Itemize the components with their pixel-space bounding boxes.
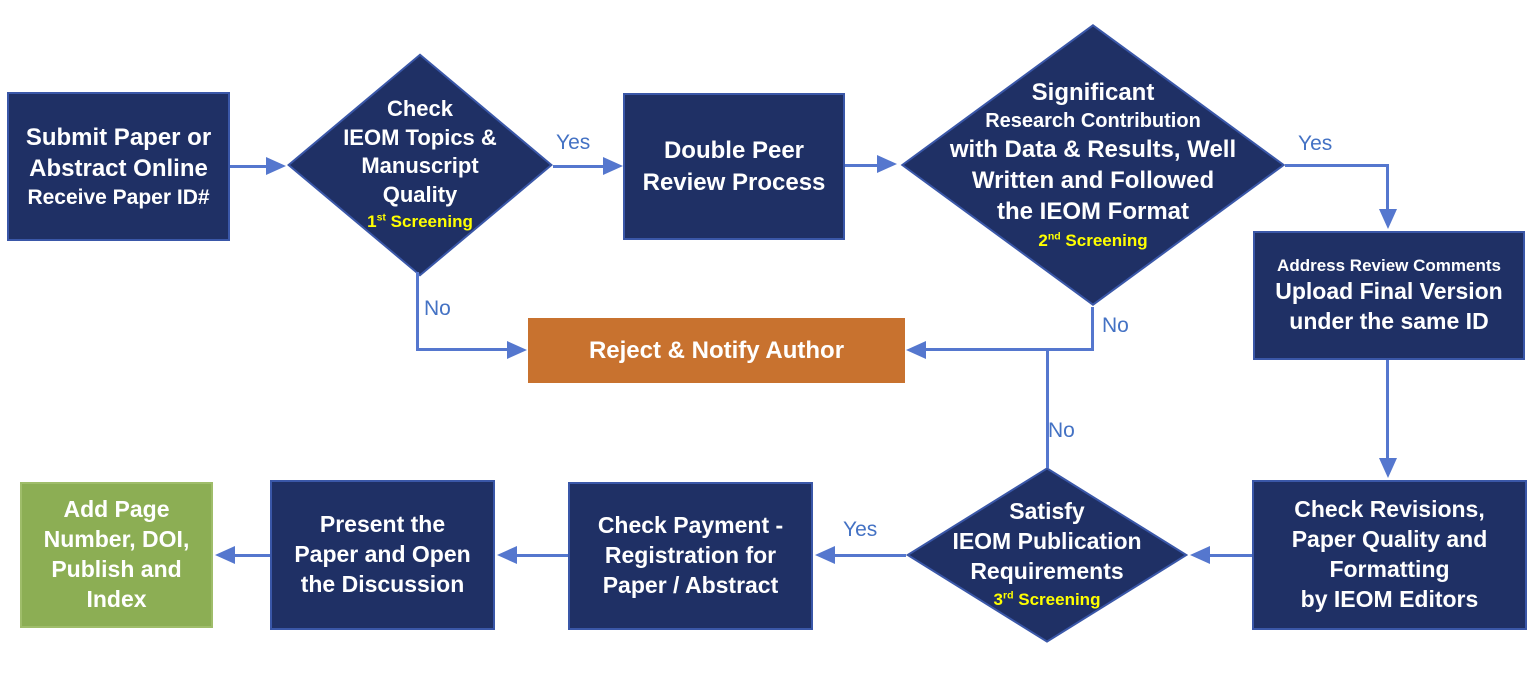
connector-address-to-revisions: [1386, 360, 1389, 460]
arrowhead-left-icon: [1190, 546, 1210, 564]
node-text-line: Requirements: [970, 558, 1124, 585]
node-text-line: Double Peer: [663, 137, 805, 165]
node-text-line: IEOM Publication: [952, 528, 1142, 555]
node-text-line: Formatting: [1329, 556, 1450, 582]
node-text-line: Written and Followed: [971, 167, 1215, 195]
node-text-line: Present the: [319, 511, 446, 538]
node-text-line: the IEOM Format: [996, 198, 1189, 226]
connector-satisfy-no-vertical: [1046, 348, 1049, 468]
screening-label-3rd: 3rd Screening: [993, 589, 1101, 610]
node-text-line: Add Page: [63, 496, 170, 523]
arrowhead-down-icon: [1379, 458, 1397, 478]
node-submit-paper: Submit Paper or Abstract Online Receive …: [7, 92, 230, 241]
arrowhead-down-icon: [1379, 209, 1397, 229]
connector-present-to-publish: [233, 554, 270, 557]
node-satisfy-requirements-diamond: Satisfy IEOM Publication Requirements 3r…: [906, 467, 1188, 643]
arrowhead-right-icon: [507, 341, 527, 359]
diamond-shape: [900, 23, 1286, 307]
node-text-line: Upload Final Version: [1275, 277, 1503, 304]
node-text-line: Registration for: [604, 542, 777, 569]
diamond-text: Check IEOM Topics & Manuscript Quality 1…: [343, 95, 497, 235]
node-text-line: with Data & Results, Well: [949, 136, 1237, 164]
diamond-text: Satisfy IEOM Publication Requirements 3r…: [952, 497, 1141, 612]
node-text-line: Abstract Online: [29, 154, 208, 182]
node-text-line: Receive Paper ID#: [27, 186, 210, 210]
edge-label-no-3: No: [1048, 419, 1075, 442]
connector-significant-no-vertical: [1091, 307, 1094, 351]
node-text-line: Check Payment -: [597, 512, 784, 539]
connector-check-no-horizontal: [416, 348, 508, 351]
node-text-line: Publish and: [51, 556, 182, 582]
arrowhead-left-icon: [906, 341, 926, 359]
node-text-line: by IEOM Editors: [1300, 585, 1479, 612]
node-text-line: Review Process: [642, 168, 826, 196]
node-text-line: Paper / Abstract: [602, 571, 779, 598]
screening-label-1st: 1st Screening: [367, 211, 473, 232]
node-check-topics-diamond: Check IEOM Topics & Manuscript Quality 1…: [287, 53, 553, 277]
edge-label-yes-3: Yes: [843, 518, 878, 541]
node-text-line: Number, DOI,: [43, 526, 190, 553]
node-text-line: Research Contribution: [985, 110, 1201, 133]
connector-check-yes-to-peer: [553, 165, 607, 168]
node-text-line: Quality: [382, 181, 458, 207]
edge-label-yes-2: Yes: [1298, 132, 1333, 155]
arrowhead-left-icon: [497, 546, 517, 564]
connector-significant-yes-horizontal: [1285, 164, 1389, 167]
arrowhead-right-icon: [877, 155, 897, 173]
node-present-paper: Present the Paper and Open the Discussio…: [270, 480, 495, 630]
arrowhead-right-icon: [266, 157, 286, 175]
node-text-line: IEOM Topics &: [343, 124, 497, 150]
diamond-text: Significant Research Contribution with D…: [950, 77, 1236, 253]
arrowhead-left-icon: [215, 546, 235, 564]
node-text-line: Index: [86, 585, 147, 612]
connector-no-to-reject-horizontal: [924, 348, 1094, 351]
node-text-line: Paper Quality and: [1291, 526, 1488, 553]
node-text-line: Manuscript: [361, 153, 479, 179]
node-text-line: Check: [386, 96, 454, 122]
edge-label-no-2: No: [1102, 314, 1129, 337]
connector-peer-to-significant: [845, 164, 881, 167]
connector-satisfy-yes-to-payment: [833, 554, 906, 557]
node-text-line: Reject & Notify Author: [588, 336, 845, 364]
arrowhead-right-icon: [603, 157, 623, 175]
node-add-page-publish: Add Page Number, DOI, Publish and Index: [20, 482, 213, 628]
node-address-review-comments: Address Review Comments Upload Final Ver…: [1253, 231, 1525, 360]
connector-submit-to-check: [230, 165, 270, 168]
node-significant-contribution-diamond: Significant Research Contribution with D…: [900, 23, 1286, 307]
diamond-shape: [906, 467, 1188, 643]
node-double-peer-review: Double Peer Review Process: [623, 93, 845, 240]
connector-payment-to-present: [515, 554, 568, 557]
node-text-line: Check Revisions,: [1294, 496, 1485, 523]
node-text-line: under the same ID: [1289, 307, 1489, 334]
diamond-shape: [287, 53, 553, 277]
node-check-revisions: Check Revisions, Paper Quality and Forma…: [1252, 480, 1527, 630]
edge-label-no-1: No: [424, 297, 451, 320]
node-text-line: Paper and Open: [294, 541, 471, 568]
node-text-line: Significant: [1031, 78, 1155, 106]
arrowhead-left-icon: [815, 546, 835, 564]
edge-label-yes-1: Yes: [556, 131, 591, 154]
node-reject-notify-author: Reject & Notify Author: [528, 318, 905, 383]
node-text-line: Address Review Comments: [1277, 255, 1501, 275]
connector-check-no-vertical: [416, 272, 419, 351]
node-check-payment: Check Payment - Registration for Paper /…: [568, 482, 813, 630]
screening-label-2nd: 2nd Screening: [1038, 229, 1148, 250]
node-text-line: Satisfy: [1009, 498, 1085, 525]
connector-revisions-to-satisfy: [1208, 554, 1252, 557]
node-text-line: the Discussion: [300, 570, 465, 597]
node-text-line: Submit Paper or: [25, 123, 212, 151]
connector-significant-yes-vertical: [1386, 164, 1389, 212]
